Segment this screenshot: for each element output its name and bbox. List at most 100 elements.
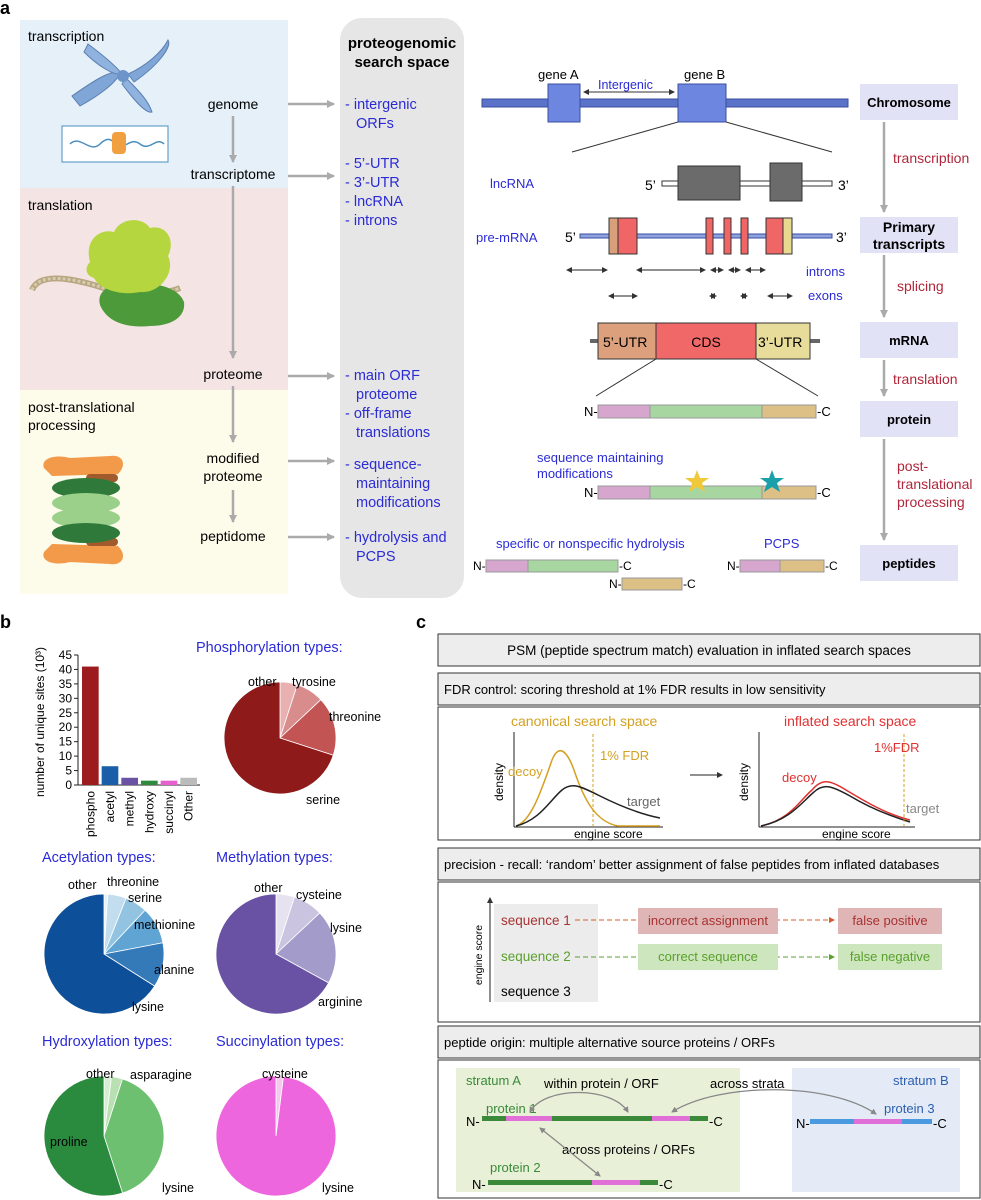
psm-title: PSM (peptide spectrum match) evaluation … xyxy=(507,643,911,658)
gene-b-label: gene B xyxy=(684,67,725,82)
canonical-decoy-label: decoy xyxy=(508,764,543,779)
across-strata-arrow xyxy=(671,1089,877,1115)
psm-title-box xyxy=(437,633,981,667)
pie-succinyl xyxy=(215,1075,337,1197)
exons-label: exons xyxy=(808,288,843,303)
pie-methyl-label-other: other xyxy=(254,881,283,895)
incorrect-box xyxy=(638,908,778,934)
fdr-title-box xyxy=(437,672,981,706)
search-line-10: translations xyxy=(356,425,430,441)
search-line-7: - main ORF xyxy=(345,368,420,384)
bar-ytick-label: 5 xyxy=(65,764,72,778)
pie-hydroxy-label-proline: proline xyxy=(50,1135,88,1149)
incorrect-label: incorrect assignment xyxy=(648,913,768,928)
pie-phospho-label-serine: serine xyxy=(306,793,340,807)
fp-box xyxy=(838,908,942,934)
within-arrow xyxy=(529,1091,629,1113)
omics-transcriptome: transcriptome xyxy=(191,166,276,182)
flow-protein: protein xyxy=(887,412,931,427)
inflated-fdr-label: 1%FDR xyxy=(874,740,920,755)
lncrna-diagram xyxy=(661,162,833,202)
flow-mrna: mRNA xyxy=(889,333,929,348)
modification-star-yellow xyxy=(685,470,709,492)
pcps-label: PCPS xyxy=(764,536,800,551)
premrna-diagram xyxy=(566,217,833,299)
pie-title-phospho: Phosphorylation types: xyxy=(196,640,343,656)
flow-chromosome: Chromosome xyxy=(867,95,951,110)
pie-title-succinyl: Succinylation types: xyxy=(216,1034,344,1050)
fn-label: false negative xyxy=(850,949,930,964)
pie-title-acetyl: Acetylation types: xyxy=(42,850,156,866)
inflated-decoy-label: decoy xyxy=(782,770,817,785)
search-line-3: - 5’-UTR xyxy=(345,156,400,172)
bar-Other xyxy=(180,777,197,785)
premrna-label: pre-mRNA xyxy=(476,230,538,245)
search-line-1: - intergenic xyxy=(345,97,417,113)
pr-title-box xyxy=(437,847,981,881)
bar-xtick-label: acetyl xyxy=(103,791,117,822)
hyd2-n: N- xyxy=(609,577,622,591)
proteasome-icon xyxy=(43,455,124,565)
modprotein-n: N- xyxy=(584,485,598,500)
bar-succinyl xyxy=(160,780,178,785)
pie-hydroxy xyxy=(43,1075,165,1197)
seq2-label: sequence 2 xyxy=(501,949,571,964)
flow-label-post: post- xyxy=(897,458,928,474)
protein-n: N- xyxy=(584,404,598,419)
modprotein-c: -C xyxy=(817,485,831,500)
origin-title-box xyxy=(437,1025,981,1059)
fp-label: false positive xyxy=(852,913,927,928)
lncrna-5-label: 5’ xyxy=(645,177,656,193)
pr-score-axis-label: engine score xyxy=(473,925,485,985)
pie-slice-lysine xyxy=(43,893,156,1015)
bar-ytick-label: 30 xyxy=(59,691,73,705)
mrna-diagram xyxy=(590,322,820,397)
intergenic-label: Intergenic xyxy=(598,78,653,92)
canonical-xlabel: engine score xyxy=(574,827,643,841)
band-label-ptm-1: post-translational xyxy=(28,399,135,415)
fdr-title: FDR control: scoring threshold at 1% FDR… xyxy=(444,682,826,697)
pr-title: precision - recall: ‘random’ better assi… xyxy=(444,857,940,872)
pie-succinyl-label-lysine: lysine xyxy=(322,1181,354,1195)
flow-label-splicing: splicing xyxy=(897,278,944,294)
correct-box xyxy=(638,944,778,970)
band-label-ptm-2: processing xyxy=(28,417,96,433)
bar-xtick-label: phospho xyxy=(83,791,97,837)
pie-acetyl xyxy=(43,893,165,1015)
search-line-6: - introns xyxy=(345,213,397,229)
hydrolysis-label: specific or nonspecific hydrolysis xyxy=(496,536,685,551)
bar-acetyl xyxy=(101,766,119,785)
search-line-12: maintaining xyxy=(356,476,430,492)
bar-ytick-label: 45 xyxy=(59,648,73,662)
bar-ytick-label: 40 xyxy=(59,662,73,676)
search-line-2: ORFs xyxy=(356,116,394,132)
bar-ytick-label: 35 xyxy=(59,677,73,691)
bar-ytick-label: 20 xyxy=(59,720,73,734)
bar-ytick-label: 0 xyxy=(65,778,72,792)
pie-acetyl-label-lysine: lysine xyxy=(132,1000,164,1014)
seq-maint-label-2: modifications xyxy=(537,466,613,481)
correct-label: correct sequence xyxy=(658,949,758,964)
protein2-n: N- xyxy=(472,1177,486,1192)
pie-acetyl-label-methionine: methionine xyxy=(134,918,195,932)
chromosome-diagram xyxy=(481,83,849,153)
origin-title: peptide origin: multiple alternative sou… xyxy=(444,1035,775,1050)
protein-2-bar xyxy=(488,1180,658,1185)
inflated-density-plot xyxy=(758,732,915,828)
search-space-box xyxy=(340,18,464,598)
hyd1-n: N- xyxy=(473,559,486,573)
lncrna-3-label: 3’ xyxy=(838,177,849,193)
introns-label: introns xyxy=(806,264,846,279)
protein3-n: N- xyxy=(796,1116,810,1131)
pie-hydroxy-label-lysine: lysine xyxy=(162,1181,194,1195)
gene-a-box xyxy=(547,83,581,123)
flow-label-translation: translation xyxy=(893,371,958,387)
omics-genome: genome xyxy=(208,96,259,112)
across-proteins-arrow xyxy=(539,1127,601,1177)
gene-b-box xyxy=(677,83,727,123)
lncrna-label: lncRNA xyxy=(490,176,534,191)
search-line-9: - off-frame xyxy=(345,406,412,422)
pie-phospho-label-tyrosine: tyrosine xyxy=(292,675,336,689)
pie-phospho-label-threonine: threonine xyxy=(329,710,381,724)
